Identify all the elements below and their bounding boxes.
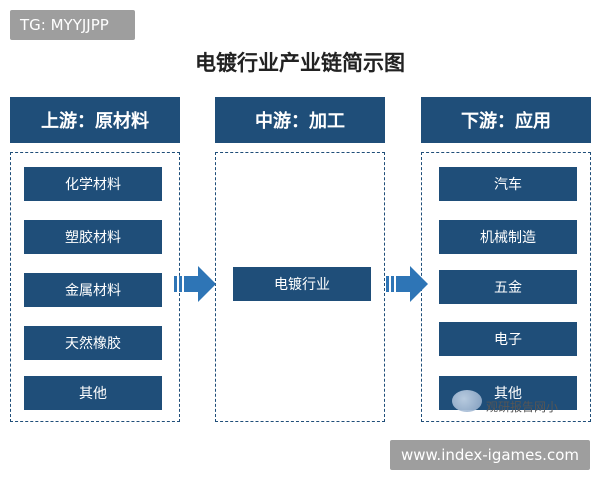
downstream-item: 五金 <box>439 270 577 304</box>
midstream-header: 中游：加工 <box>215 97 385 143</box>
url-label: www.index-igames.com <box>390 440 590 470</box>
watermark: 观研报告网小 <box>452 384 584 422</box>
downstream-item: 汽车 <box>439 167 577 201</box>
downstream-item: 机械制造 <box>439 220 577 254</box>
downstream-item: 电子 <box>439 322 577 356</box>
upstream-item: 化学材料 <box>24 167 162 201</box>
upstream-header: 上游：原材料 <box>10 97 180 143</box>
watermark-text: 观研报告网小 <box>486 400 559 414</box>
upstream-item: 塑胶材料 <box>24 220 162 254</box>
upstream-item: 天然橡胶 <box>24 326 162 360</box>
diagram-title: 电镀行业产业链简示图 <box>195 50 405 75</box>
midstream-column <box>215 152 385 422</box>
upstream-item: 金属材料 <box>24 273 162 307</box>
downstream-header: 下游：应用 <box>421 97 591 143</box>
right-arrow-icon <box>386 266 428 302</box>
tag-label: TG: MYYJJPP <box>10 10 135 40</box>
midstream-item: 电镀行业 <box>233 267 371 301</box>
upstream-item: 其他 <box>24 376 162 410</box>
watermark-logo-icon <box>452 390 482 412</box>
right-arrow-icon <box>174 266 216 302</box>
